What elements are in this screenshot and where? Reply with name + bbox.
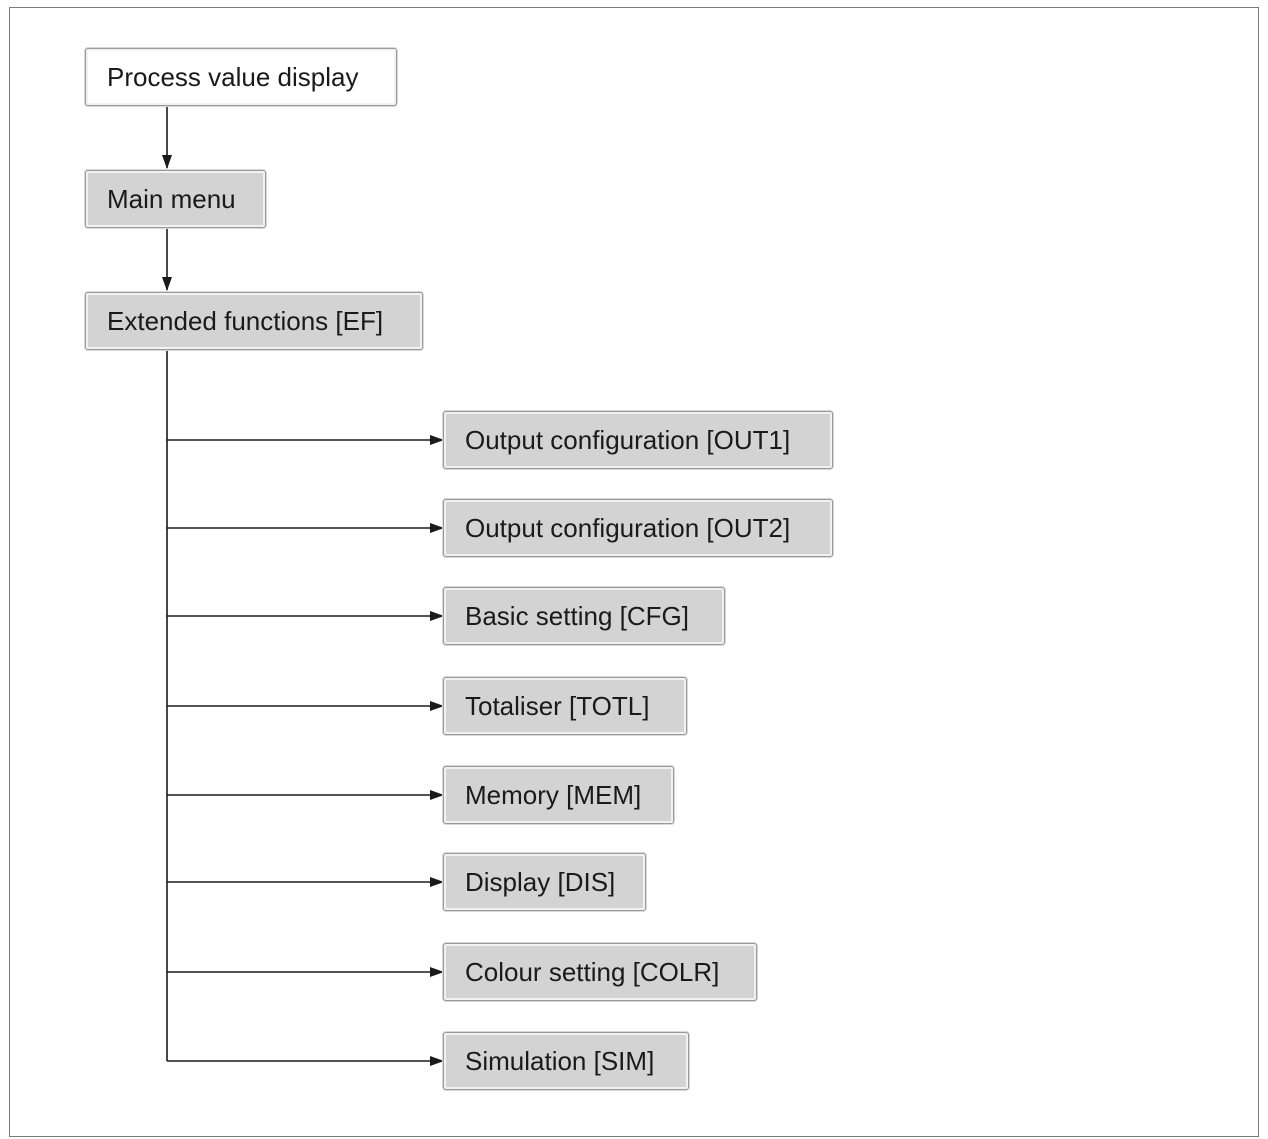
node-submenu-sim: Simulation [SIM] <box>443 1032 689 1090</box>
node-submenu-colr: Colour setting [COLR] <box>443 943 757 1001</box>
node-process-value-display: Process value display <box>85 48 397 106</box>
node-submenu-out1: Output configuration [OUT1] <box>443 411 833 469</box>
node-submenu-dis: Display [DIS] <box>443 853 646 911</box>
node-submenu-cfg: Basic setting [CFG] <box>443 587 725 645</box>
node-extended-functions: Extended functions [EF] <box>85 292 423 350</box>
node-submenu-out2: Output configuration [OUT2] <box>443 499 833 557</box>
node-main-menu: Main menu <box>85 170 266 228</box>
node-submenu-mem: Memory [MEM] <box>443 766 674 824</box>
node-submenu-totl: Totaliser [TOTL] <box>443 677 687 735</box>
